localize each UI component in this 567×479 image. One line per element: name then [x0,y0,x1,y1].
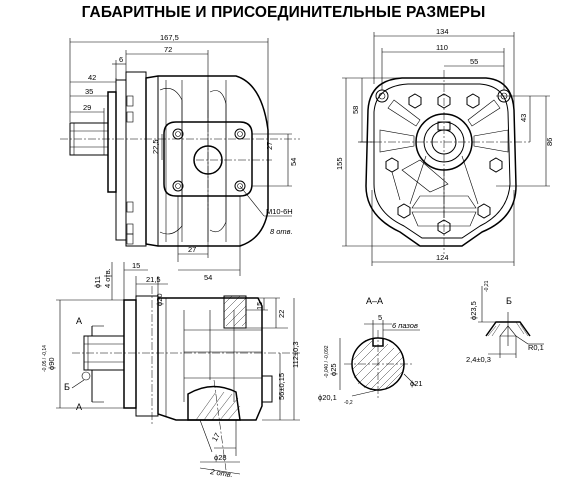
section-mark-a-top: A [76,316,82,326]
detail-b-label: Б [506,296,512,306]
dim-shaft-d: ϕ11 [93,276,102,288]
section-a-a: A–A 5 6 пазов ϕ25 -0,040 / [318,296,423,406]
section-aa-d20-1: ϕ20,1 [318,393,337,402]
end-view: 134 110 55 58 155 43 86 124 [335,27,554,266]
dim-6: 6 [119,55,123,64]
front-view: 167,5 72 6 42 35 29 27 54 22,5 27 54 M [60,33,300,282]
side-body [157,297,263,421]
section-aa-key: 5 [378,313,382,322]
section-aa-key-count: 6 пазов [392,321,418,330]
dim-124: 124 [436,253,449,262]
section-aa-label: A–A [366,296,383,306]
end-body [365,77,517,247]
section-mark-a-bottom: A [76,402,82,412]
section-aa-d20-1-tol: -0,2 [344,400,353,406]
section-mark-b: Б [64,382,70,392]
dim-155: 155 [335,157,344,170]
detail-b-r: R0,1 [528,343,544,352]
side-view: A A Б 15 21,5 ϕ11 4 отв. ϕ20 ϕ90 -0,05 /… [42,261,300,479]
thread-count: 8 отв. [270,227,293,236]
dim-right-54: 54 [289,158,298,166]
section-aa-d21: ϕ21 [410,379,423,388]
dim-167-5: 167,5 [160,33,179,42]
dim-55: 55 [470,57,478,66]
dim-port-angle: 17 [210,431,222,443]
dim-bottom-54: 54 [204,273,212,282]
dim-110: 110 [436,43,448,52]
detail-b: Б ϕ23,5 -0,21 2,4±0,3 R0,1 [466,280,544,364]
front-body [145,75,269,247]
dim-22-5: 22,5 [151,139,160,154]
dim-42: 42 [88,73,96,82]
page-title: ГАБАРИТНЫЕ И ПРИСОЕДИНИТЕЛЬНЫЕ РАЗМЕРЫ [81,4,486,21]
dim-72: 72 [164,45,172,54]
dim-35: 35 [85,87,93,96]
dim-right-15: 15 [255,302,264,310]
section-aa-d25-tol: -0,040 / -0,092 [324,345,330,378]
thread-label: M10-6H [266,207,293,216]
dim-15: 15 [132,261,140,270]
dim-flange-tol: -0,05 / -0,14 [42,345,48,372]
side-flange [123,299,137,409]
front-mount-flange [107,91,117,193]
section-aa-d25: ϕ25 [329,363,338,376]
dim-58: 58 [351,106,360,114]
dim-flange-d90: ϕ90 [47,357,56,370]
detail-b-d23-5: ϕ23,5 [469,301,478,320]
dim-134: 134 [436,27,449,36]
dim-29: 29 [83,103,91,112]
dim-bottom-27: 27 [188,245,196,254]
dim-right-22: 22 [277,310,286,318]
dim-port-count: 2 отв. [209,467,234,479]
detail-b-d23-5-tol: -0,21 [484,280,490,292]
dim-port-d28: ϕ28 [214,453,227,462]
dim-shaft-count: 4 отв. [103,268,112,288]
dim-hole-d20: ϕ20 [155,293,164,306]
detail-b-w: 2,4±0,3 [466,355,491,364]
dim-43: 43 [519,114,528,122]
dim-56: 56±0,15 [277,373,286,400]
dim-112: 112±0,3 [291,342,300,369]
dim-21-5: 21,5 [146,275,161,284]
dim-right-27: 27 [265,142,274,150]
dim-86: 86 [545,138,554,146]
